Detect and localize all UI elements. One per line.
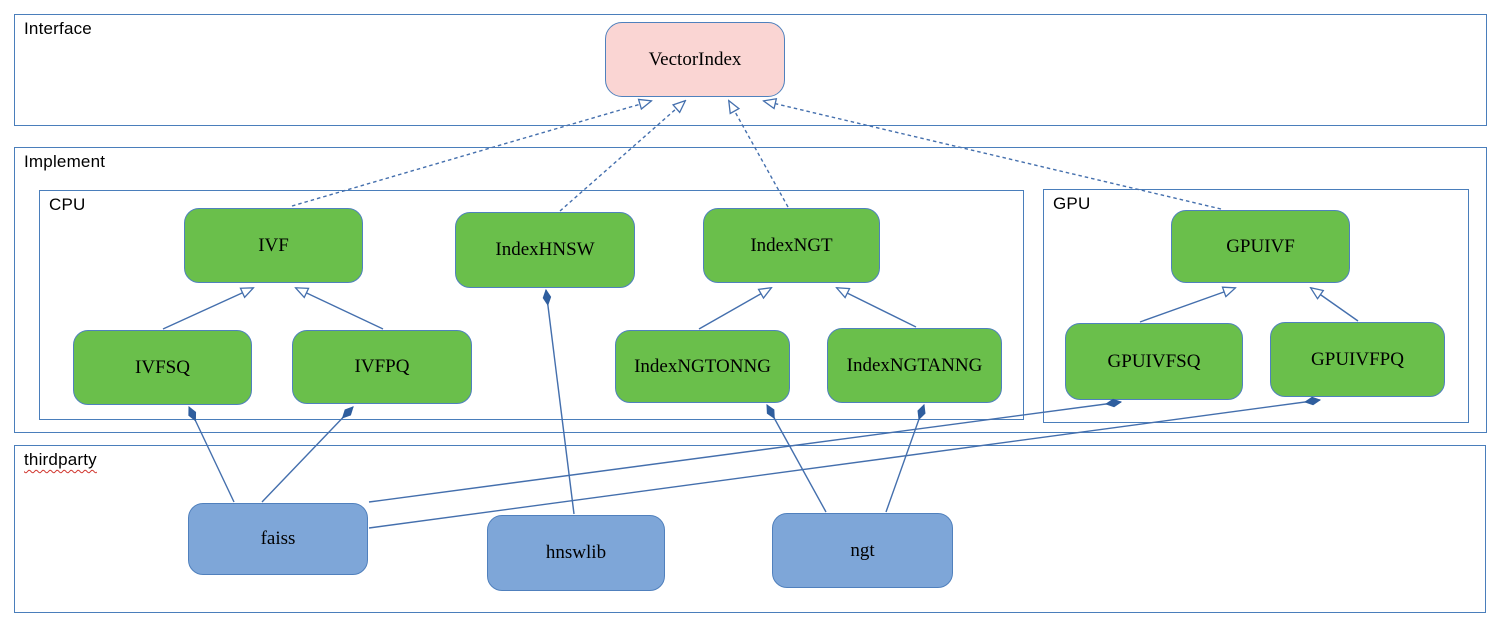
node-IndexNGT[interactable]: IndexNGT [703, 208, 880, 283]
node-label-faiss: faiss [260, 528, 296, 549]
thirdparty-container-label: thirdparty [24, 450, 97, 469]
node-IVF[interactable]: IVF [184, 208, 363, 283]
interface-container-label: Interface [24, 19, 92, 38]
node-IndexHNSW[interactable]: IndexHNSW [455, 212, 635, 288]
node-VectorIndex[interactable]: VectorIndex [605, 22, 785, 97]
node-label-VectorIndex: VectorIndex [648, 48, 742, 70]
node-label-IndexHNSW: IndexHNSW [495, 239, 595, 260]
node-label-ngt: ngt [850, 539, 875, 561]
node-label-IVFPQ: IVFPQ [354, 356, 410, 377]
node-IndexNGTONNG[interactable]: IndexNGTONNG [615, 330, 790, 403]
node-label-IndexNGTANNG: IndexNGTANNG [846, 354, 983, 376]
node-IVFPQ[interactable]: IVFPQ [292, 330, 472, 404]
node-label-GPUIVF: GPUIVF [1226, 235, 1295, 257]
node-IVFSQ[interactable]: IVFSQ [73, 330, 252, 405]
node-GPUIVF[interactable]: GPUIVF [1171, 210, 1350, 283]
node-hnswlib[interactable]: hnswlib [487, 515, 665, 591]
node-ngt[interactable]: ngt [772, 513, 953, 588]
node-label-IVFSQ: IVFSQ [135, 356, 190, 378]
node-label-GPUIVFSQ: GPUIVFSQ [1107, 350, 1201, 372]
node-label-hnswlib: hnswlib [545, 542, 607, 563]
cpu-container-label: CPU [49, 195, 86, 214]
implement-container-label: Implement [24, 152, 106, 171]
gpu-container-label: GPU [1053, 194, 1091, 213]
node-GPUIVFSQ[interactable]: GPUIVFSQ [1065, 323, 1243, 400]
node-GPUIVFPQ[interactable]: GPUIVFPQ [1270, 322, 1445, 397]
node-faiss[interactable]: faiss [188, 503, 368, 575]
node-label-IndexNGTONNG: IndexNGTONNG [634, 355, 771, 377]
node-label-IVF: IVF [258, 234, 289, 256]
node-label-GPUIVFPQ: GPUIVFPQ [1311, 348, 1404, 370]
node-IndexNGTANNG[interactable]: IndexNGTANNG [827, 328, 1002, 403]
node-label-IndexNGT: IndexNGT [750, 234, 833, 256]
